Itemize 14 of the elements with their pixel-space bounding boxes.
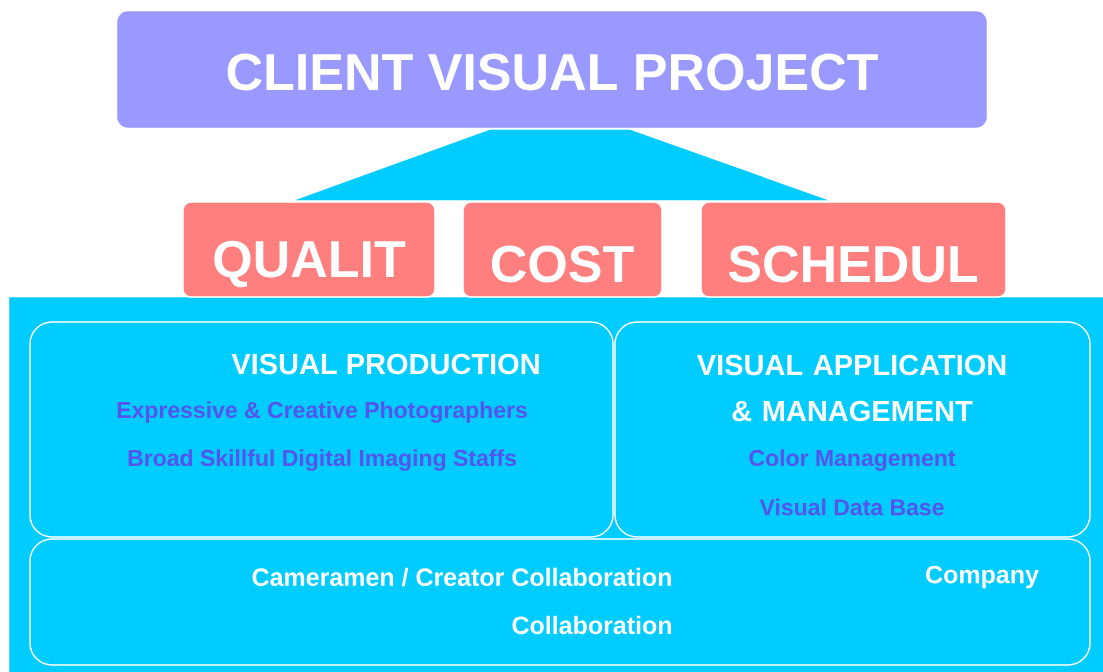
criterion-label: COST <box>491 245 634 283</box>
criterion-label: QUALIT <box>214 240 406 288</box>
section-heading: VISUAL PRODUCTION <box>231 353 539 375</box>
collaboration-text: Cameramen / Creator Collaboration <box>252 567 671 587</box>
item-text: Visual Data Base <box>759 498 944 516</box>
title: CLIENT VISUAL PROJECT <box>227 53 878 91</box>
item-text: Broad Skillful Digital Imaging Staffs <box>128 449 516 471</box>
item-text: Color Management <box>749 449 956 471</box>
section-heading: VISUAL APPLICATION & MANAGEMENT <box>697 354 1006 422</box>
collaboration-text: Company <box>926 565 1039 589</box>
criterion-label: SCHEDUL <box>728 245 978 283</box>
item-text: Expressive & Creative Photographers <box>117 401 527 423</box>
collaboration-text: Collaboration <box>512 615 672 635</box>
roof-shape <box>294 129 829 201</box>
